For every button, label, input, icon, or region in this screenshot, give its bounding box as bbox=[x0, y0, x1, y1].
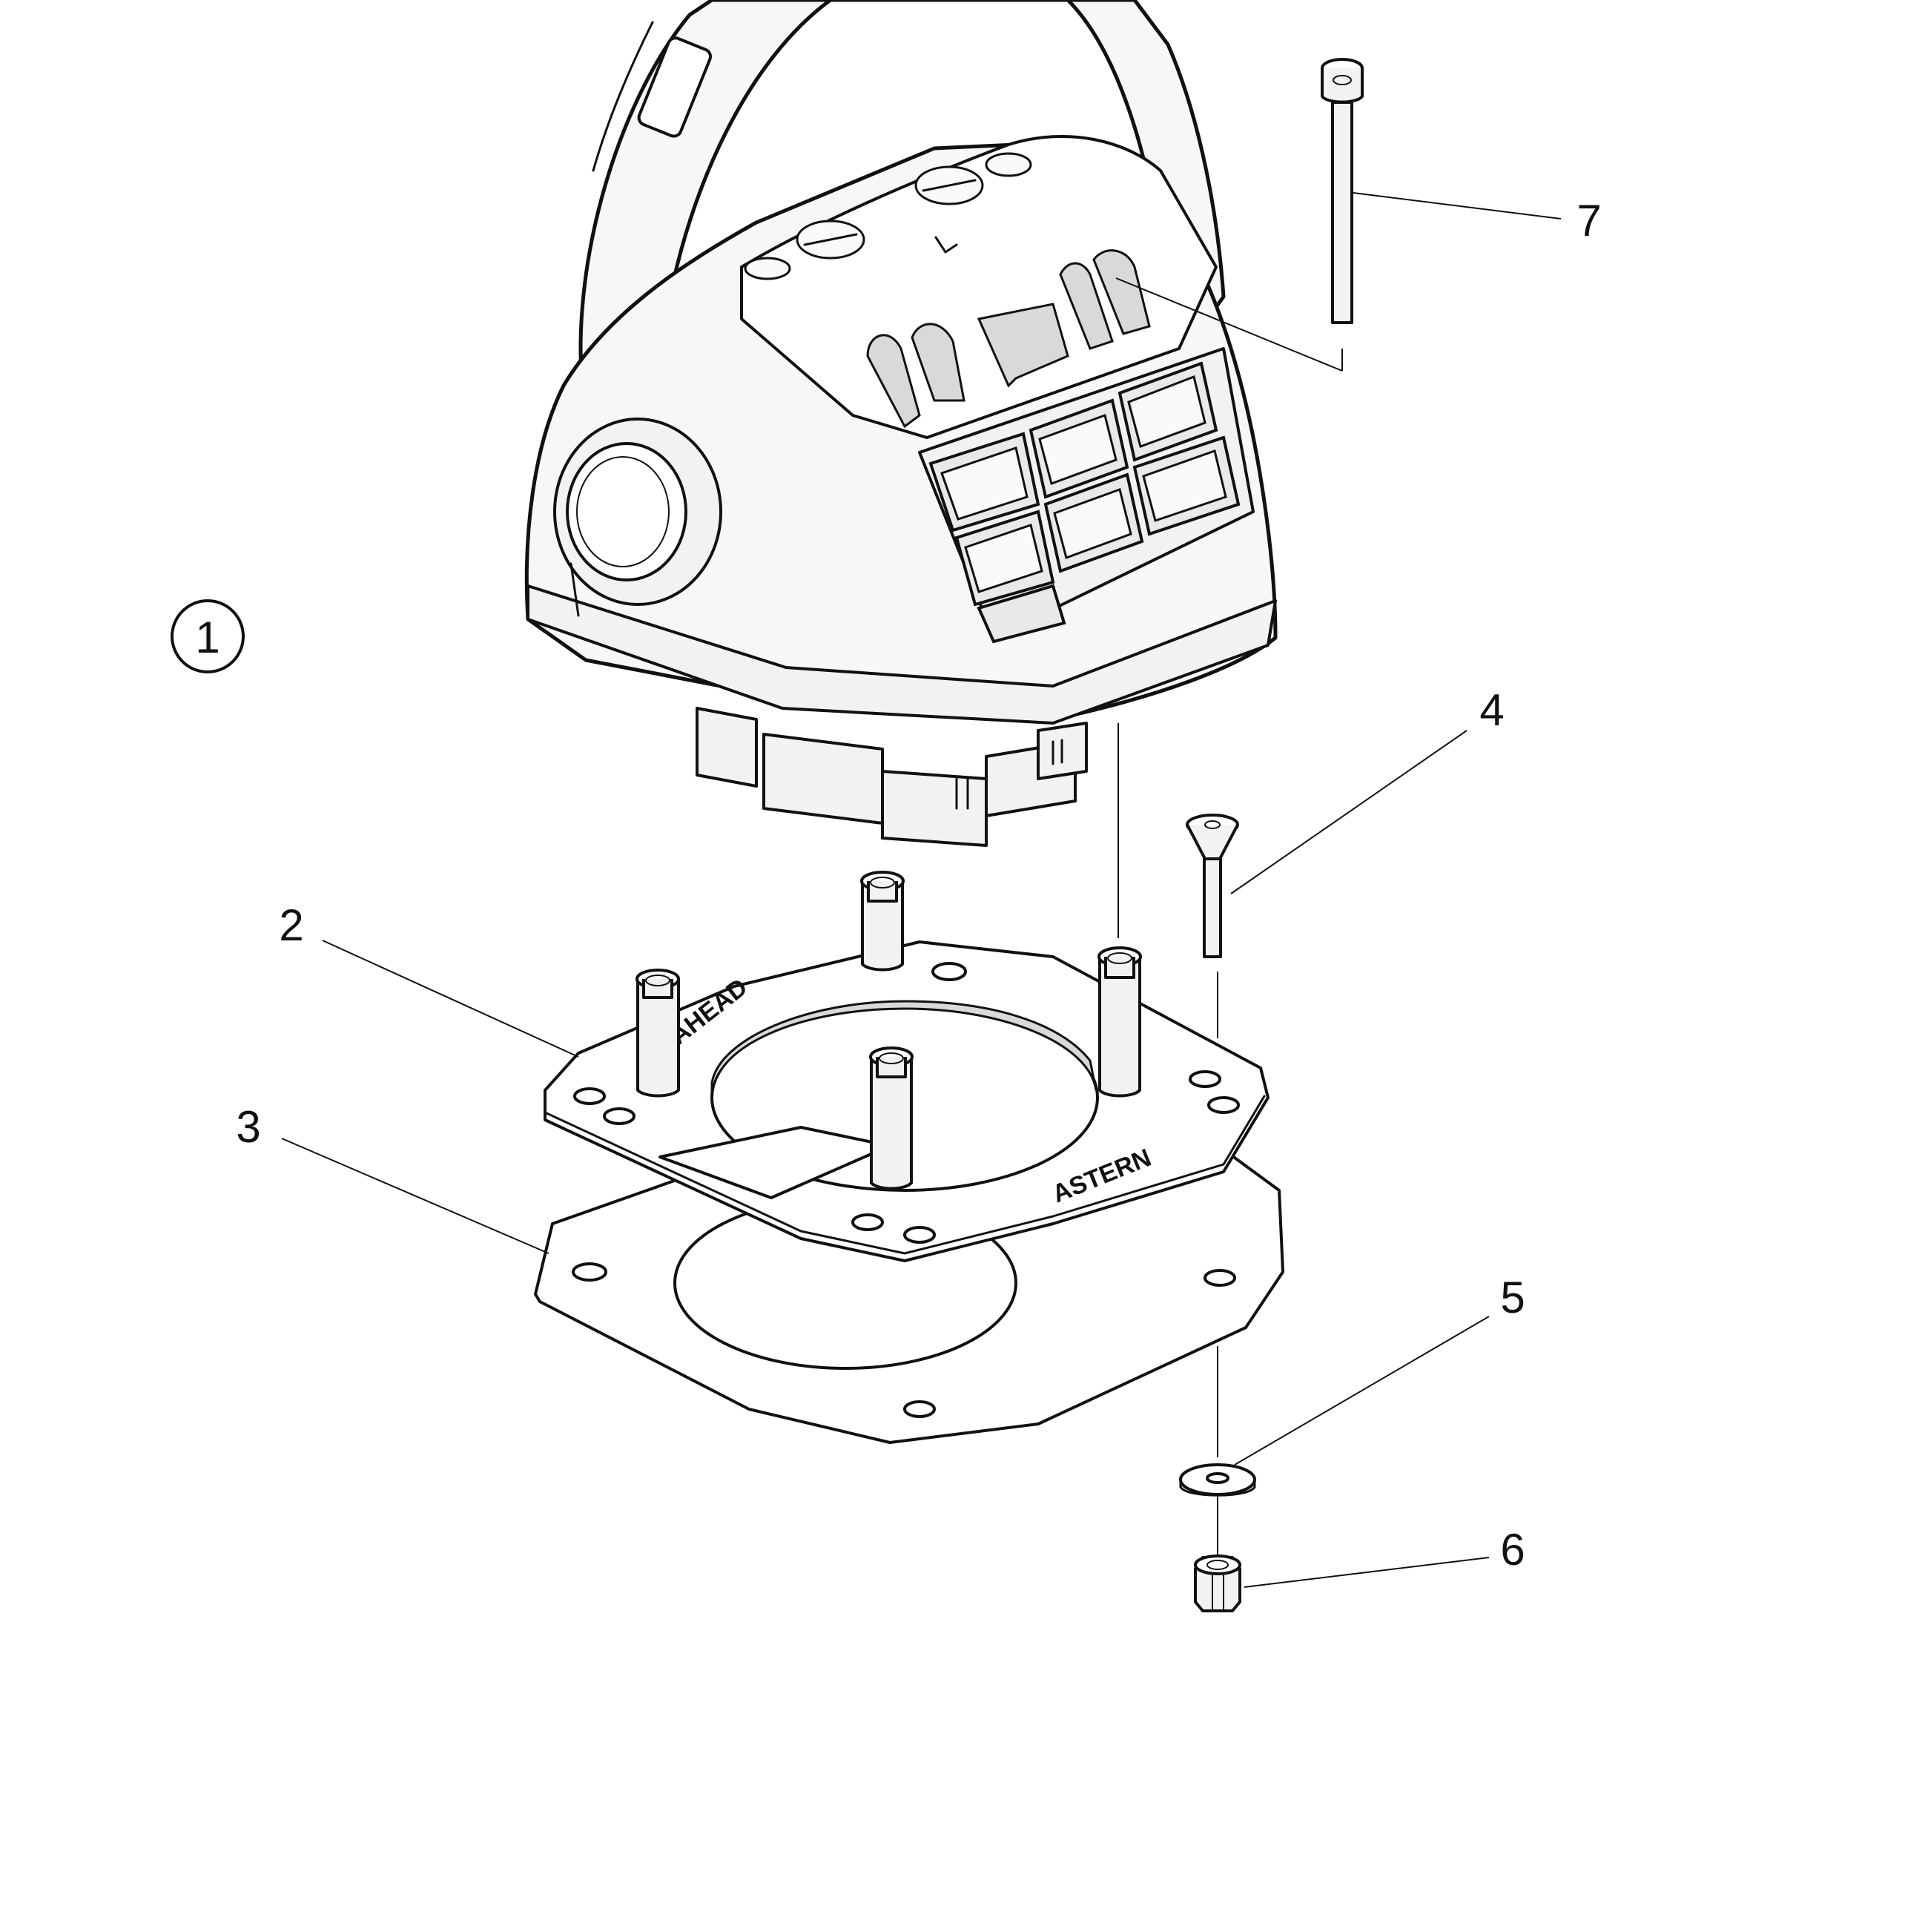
keypad-button bbox=[1029, 398, 1129, 499]
callouts: 2 3 4 5 6 7 bbox=[236, 196, 1601, 1575]
assembly-marker-label: 1 bbox=[195, 613, 219, 662]
part-2-mounting-plate: AHEAD ASTERN bbox=[322, 871, 1270, 1262]
stud bbox=[869, 1046, 914, 1190]
keypad-button bbox=[977, 584, 1066, 644]
assembly-marker: 1 bbox=[171, 599, 245, 673]
side-knob bbox=[553, 418, 722, 617]
part-5-washer bbox=[1179, 1316, 1490, 1497]
part-7-cap-screw bbox=[1115, 58, 1562, 372]
keypad bbox=[918, 347, 1255, 644]
part-3-gasket bbox=[281, 1126, 1284, 1444]
part-4-countersunk-screw bbox=[1117, 723, 1468, 1557]
housing-base bbox=[526, 584, 1277, 725]
callout-7: 7 bbox=[1577, 196, 1601, 245]
keypad-button bbox=[1117, 361, 1218, 462]
keypad-button bbox=[1043, 472, 1144, 573]
stud bbox=[635, 969, 680, 1098]
top-screw-heads bbox=[744, 152, 1032, 280]
stud bbox=[1097, 946, 1142, 1098]
callout-5: 5 bbox=[1500, 1273, 1525, 1322]
callout-2: 2 bbox=[279, 900, 303, 950]
callout-4: 4 bbox=[1479, 685, 1504, 735]
stud bbox=[860, 871, 905, 972]
keypad-button bbox=[954, 510, 1055, 607]
callout-3: 3 bbox=[236, 1102, 260, 1152]
lever-grip-badge bbox=[637, 36, 713, 138]
keypad-button bbox=[1132, 435, 1241, 536]
connector-block bbox=[696, 707, 1088, 847]
part-6-hex-nut bbox=[1194, 1554, 1490, 1612]
keypad-button bbox=[928, 432, 1040, 533]
lever-slots bbox=[866, 249, 1151, 429]
callout-6: 6 bbox=[1500, 1525, 1525, 1575]
control-lever-unit bbox=[524, 0, 1278, 847]
